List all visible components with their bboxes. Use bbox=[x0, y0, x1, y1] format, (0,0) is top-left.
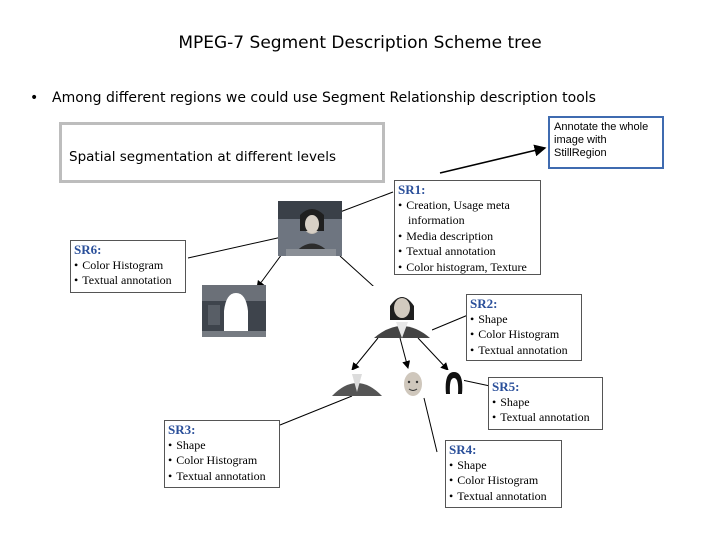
sr6-item: Textual annotation bbox=[74, 273, 182, 289]
sr5-hair-image bbox=[444, 370, 464, 396]
sr4-item: Color Histogram bbox=[449, 473, 558, 489]
link-sr3img-sr3 bbox=[279, 395, 353, 426]
sr2-box: SR2: Shape Color Histogram Textual annot… bbox=[466, 294, 582, 361]
sr6-box: SR6: Color Histogram Textual annotation bbox=[70, 240, 186, 293]
callout-arrow bbox=[439, 144, 547, 174]
sr1-box: SR1: Creation, Usage meta information Me… bbox=[394, 180, 541, 275]
spatial-segmentation-box: Spatial segmentation at different levels bbox=[59, 122, 385, 183]
sr1-item: Media description bbox=[398, 229, 537, 245]
spatial-segmentation-label: Spatial segmentation at different levels bbox=[69, 149, 337, 165]
link-sr2img-sr2 bbox=[431, 314, 469, 331]
page-title: MPEG-7 Segment Description Scheme tree bbox=[178, 33, 542, 53]
bullet-icon: • bbox=[30, 90, 39, 106]
link-sr2-sr5img bbox=[417, 337, 449, 371]
sr1-item: information bbox=[408, 213, 465, 227]
sr5-item: Shape bbox=[492, 395, 599, 411]
link-root-sr6img bbox=[256, 253, 283, 289]
sr6-item: Color Histogram bbox=[74, 258, 182, 274]
sr3-item: Textual annotation bbox=[168, 469, 276, 485]
sr3-box: SR3: Shape Color Histogram Textual annot… bbox=[164, 420, 280, 488]
sr6-background-image bbox=[202, 285, 266, 337]
sr1-item: Textual annotation bbox=[398, 244, 537, 260]
sr2-person-image bbox=[372, 286, 432, 338]
sr1-title: SR1: bbox=[398, 182, 426, 197]
link-root-sr6 bbox=[187, 236, 283, 259]
link-root-sr1 bbox=[339, 191, 394, 213]
sr4-box: SR4: Shape Color Histogram Textual annot… bbox=[445, 440, 562, 508]
sr4-title: SR4: bbox=[449, 442, 477, 457]
link-sr2-sr3img bbox=[351, 337, 379, 371]
sr5-title: SR5: bbox=[492, 379, 520, 394]
annotation-callout: Annotate the whole image with StillRegio… bbox=[548, 116, 664, 169]
sr4-face-image bbox=[402, 370, 424, 398]
sr4-item: Shape bbox=[449, 458, 558, 474]
bullet-text: Among different regions we could use Seg… bbox=[52, 90, 596, 106]
sr2-item: Color Histogram bbox=[470, 327, 578, 343]
sr5-box: SR5: Shape Textual annotation bbox=[488, 377, 603, 430]
bullet-point: • Among different regions we could use Se… bbox=[30, 90, 596, 106]
sr5-item: Textual annotation bbox=[492, 410, 599, 426]
root-frame-image bbox=[278, 201, 342, 256]
sr2-item: Shape bbox=[470, 312, 578, 328]
link-sr5img-sr5 bbox=[461, 379, 491, 387]
sr6-title: SR6: bbox=[74, 242, 102, 257]
sr1-item: Creation, Usage meta bbox=[398, 198, 537, 214]
sr3-item: Shape bbox=[168, 438, 276, 454]
sr2-item: Textual annotation bbox=[470, 343, 578, 359]
sr3-body-image bbox=[332, 370, 382, 396]
sr3-title: SR3: bbox=[168, 422, 196, 437]
sr2-title: SR2: bbox=[470, 296, 498, 311]
sr1-item: Color histogram, Texture bbox=[398, 260, 537, 276]
sr4-item: Textual annotation bbox=[449, 489, 558, 505]
link-sr4img-sr4 bbox=[423, 397, 438, 453]
link-sr2-sr4img bbox=[399, 337, 411, 369]
sr3-item: Color Histogram bbox=[168, 453, 276, 469]
